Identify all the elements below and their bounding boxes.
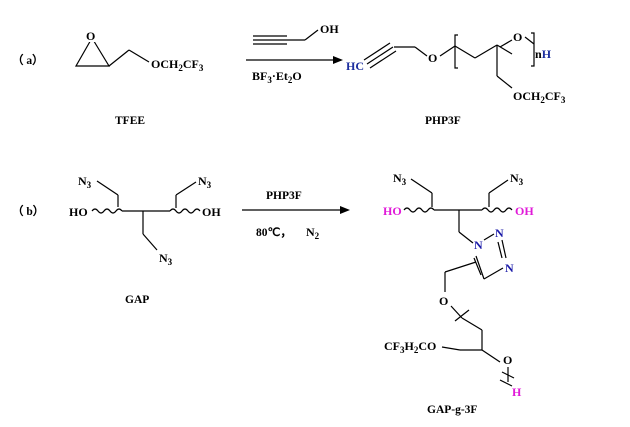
side-chain-label: CF3H2CO (384, 339, 436, 355)
triazole-n3: N (505, 261, 514, 275)
triazole-n1: N (474, 238, 483, 252)
arrow-temperature: 80℃， (256, 226, 292, 239)
hc-end: HC (346, 59, 364, 73)
ether-o1: O (428, 51, 437, 65)
gap-azide-3: N3 (159, 251, 173, 267)
end-h: H (512, 385, 522, 399)
part-b-label: （ b） (12, 204, 44, 218)
prod-wavy-right (481, 207, 513, 213)
chain-o: O (503, 353, 512, 367)
bracket-right (531, 32, 535, 67)
gap-g-3f-name: GAP-g-3F (427, 404, 477, 416)
gap-oh: OH (202, 205, 221, 219)
propargyl-alcohol: OH (253, 22, 339, 45)
prod-azide-2: N3 (510, 171, 524, 187)
prod-wavy-left (403, 207, 435, 213)
epoxide-o: O (86, 29, 95, 43)
epoxide-ring (74, 36, 111, 67)
part-a-label: （ a） (12, 53, 44, 67)
gap-name: GAP (125, 294, 149, 306)
arrow-gas: N2 (306, 225, 320, 241)
prod-azide-1: N3 (393, 171, 407, 187)
catalyst-label: BF3·Et2O (252, 69, 302, 85)
gap-ho: HO (69, 205, 88, 219)
propargyl-oh: OH (320, 22, 339, 36)
prod-oh: OH (515, 204, 534, 218)
gap-g-3f-structure: N3 HO OH N3 N N N (383, 171, 534, 399)
linker-o: O (439, 294, 448, 308)
gap-wavy-left (91, 208, 123, 214)
repeat-unit-nh: nH (535, 47, 552, 61)
gap-structure: N3 HO N3 OH N3 (69, 174, 221, 267)
prod-ho: HO (383, 204, 402, 218)
tfee-structure: O OCH2CF3 (74, 28, 204, 73)
php3f-name: PHP3F (425, 115, 461, 127)
arrow-reagent: PHP3F (266, 190, 302, 202)
triazole-n2: N (495, 226, 504, 240)
bracket-left (454, 34, 458, 69)
tfee-name: TFEE (115, 115, 145, 127)
gap-wavy-right (169, 208, 201, 214)
part-a: （ a） O OCH2CF3 TFEE OH BF3·Et2O HC (12, 22, 566, 127)
php3f-structure: HC O O nH OCH2CF3 (346, 30, 566, 105)
ether-o2: O (513, 30, 522, 44)
tfee-substituent: OCH2CF3 (151, 57, 204, 73)
part-b: （ b） N3 HO N3 OH N3 GAP PHP3F 80℃， N2 (12, 171, 534, 416)
gap-azide-2: N3 (198, 174, 212, 190)
gap-azide-1: N3 (78, 174, 92, 190)
php3f-side-chain: OCH2CF3 (513, 89, 566, 105)
